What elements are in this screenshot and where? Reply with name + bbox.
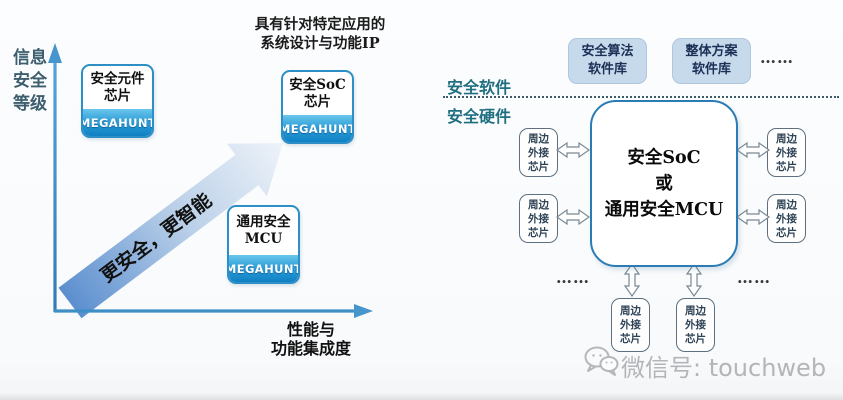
- peripheral-box-line: 芯片: [620, 333, 641, 345]
- peripheral-box-line: 周边: [528, 132, 549, 145]
- wechat-icon: [584, 346, 619, 376]
- software-layer-label: 安全软件: [447, 78, 512, 97]
- peripheral-box-line: 外接: [620, 319, 641, 331]
- peripheral-box-line: 周边: [776, 198, 797, 211]
- product-title-line: 安全元件: [90, 70, 145, 87]
- double-arrow-icon: [556, 208, 590, 226]
- ellipsis-more-software: ……: [760, 48, 794, 67]
- x-axis-arrowhead-icon: [354, 304, 373, 318]
- product-title-line: MCU: [244, 231, 283, 247]
- double-arrow-icon: [736, 141, 770, 159]
- software-box-line: 整体方案: [685, 44, 738, 59]
- peripheral-box-line: 周边: [620, 305, 641, 317]
- product-box-general-secure-mcu: 通用安全 MCU MEGAHUNT: [227, 205, 300, 284]
- trend-arrow: [58, 143, 283, 319]
- x-axis-label: 性能与 功能集成度: [253, 320, 369, 358]
- peripheral-box-line: 周边: [776, 132, 797, 145]
- peripheral-box-line: 外接: [776, 146, 797, 159]
- peripheral-chip-box: 周边 外接 芯片: [519, 194, 558, 243]
- y-axis-label-line: 信息: [13, 48, 47, 68]
- peripheral-box-line: 周边: [528, 198, 549, 211]
- software-box-line: 安全算法: [581, 44, 634, 59]
- y-axis-label-line: 等级: [13, 94, 47, 114]
- y-axis-label-line: 安全: [13, 71, 47, 91]
- trend-arrow-label: 更安全，更智能: [96, 189, 216, 287]
- peripheral-chip-box: 周边 外接 芯片: [676, 298, 715, 352]
- bottom-edge-shadow: [0, 394, 843, 400]
- soc-annotation-line: 系统设计与功能IP: [260, 35, 380, 52]
- central-box-line: 或: [655, 173, 673, 194]
- peripheral-chip-box: 周边 外接 芯片: [767, 128, 806, 177]
- software-box-security-algorithm-library: 安全算法 软件库: [568, 38, 647, 84]
- product-box-title: 安全SoC 芯片: [283, 72, 352, 115]
- megahunt-brand-banner: MEGAHUNT: [229, 255, 298, 282]
- double-arrow-icon: [556, 141, 590, 159]
- software-hardware-divider: [443, 96, 839, 98]
- peripheral-box-line: 外接: [528, 146, 549, 159]
- product-box-secure-soc-chip: 安全SoC 芯片 MEGAHUNT: [281, 70, 354, 144]
- peripheral-box-line: 芯片: [776, 160, 797, 173]
- soc-annotation: 具有针对特定应用的 系统设计与功能IP: [246, 15, 394, 53]
- software-box-line: 软件库: [587, 62, 627, 77]
- product-title-line: 芯片: [104, 87, 131, 104]
- central-box-secure-soc-or-mcu: 安全SoC 或 通用安全MCU: [590, 100, 738, 267]
- x-axis-label-line: 功能集成度: [270, 339, 351, 358]
- double-arrow-vertical-icon: [685, 263, 703, 297]
- hardware-layer-label: 安全硬件: [447, 107, 512, 126]
- soc-annotation-line: 具有针对特定应用的: [254, 16, 386, 33]
- product-title-line: 安全SoC: [289, 76, 346, 93]
- left-chart-axes-and-arrow: 更安全，更智能: [48, 43, 373, 319]
- product-title-line: 通用安全: [236, 214, 291, 230]
- central-box-line: 安全SoC: [627, 147, 701, 168]
- peripheral-chip-box: 周边 外接 芯片: [611, 298, 650, 352]
- double-arrow-icon: [736, 208, 770, 226]
- peripheral-chip-box: 周边 外接 芯片: [519, 128, 558, 177]
- double-arrow-vertical-icon: [623, 263, 641, 297]
- central-box-line: 通用安全MCU: [604, 199, 724, 220]
- product-box-title: 通用安全 MCU: [229, 207, 298, 255]
- peripheral-chip-box: 周边 外接 芯片: [767, 194, 806, 243]
- y-axis-arrowhead-icon: [48, 43, 62, 63]
- software-box-total-solution-library: 整体方案 软件库: [672, 38, 751, 84]
- peripheral-box-line: 外接: [685, 319, 706, 331]
- product-box-title: 安全元件 芯片: [83, 66, 152, 109]
- megahunt-brand-banner: MEGAHUNT: [83, 109, 152, 136]
- megahunt-brand-banner: MEGAHUNT: [283, 115, 352, 142]
- peripheral-box-line: 芯片: [528, 226, 549, 239]
- y-axis-label: 信息 安全 等级: [10, 47, 50, 116]
- peripheral-box-line: 芯片: [776, 226, 797, 239]
- peripheral-box-line: 芯片: [528, 160, 549, 173]
- watermark-wechat-id: 微信号: touchweb: [621, 354, 827, 382]
- x-axis-label-line: 性能与: [286, 320, 335, 339]
- peripheral-box-line: 外接: [528, 212, 549, 225]
- product-box-secure-element-chip: 安全元件 芯片 MEGAHUNT: [81, 64, 154, 138]
- product-title-line: 芯片: [304, 93, 331, 110]
- ellipsis-more-peripherals: ……: [556, 268, 590, 287]
- peripheral-box-line: 外接: [776, 212, 797, 225]
- ellipsis-more-peripherals: ……: [737, 268, 771, 287]
- peripheral-box-line: 周边: [685, 305, 706, 317]
- software-box-line: 软件库: [691, 62, 731, 77]
- peripheral-box-line: 芯片: [685, 333, 706, 345]
